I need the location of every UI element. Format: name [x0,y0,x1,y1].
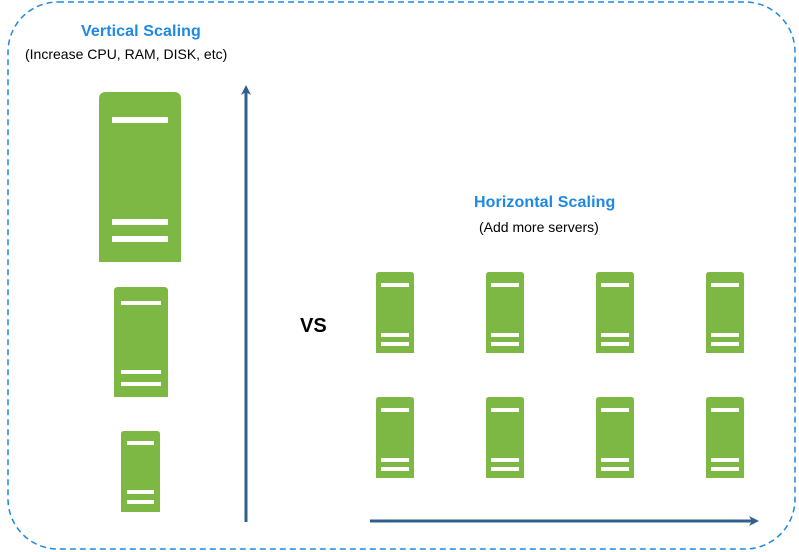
outer-dashed-border [7,1,796,550]
vs-label: VS [300,315,327,337]
server-icon-large [99,92,181,262]
horizontal-scaling-title: Horizontal Scaling [474,194,616,211]
vertical-scaling-title: Vertical Scaling [81,23,201,40]
server-icon-row1-col2 [486,272,524,353]
server-icon-row2-col3 [596,397,634,478]
server-icon-row2-col2 [486,397,524,478]
server-icon-row1-col4 [706,272,744,353]
horizontal-scaling-subtitle: (Add more servers) [479,219,599,235]
server-icon-medium [114,287,168,397]
server-icon-row2-col4 [706,397,744,478]
server-icon-row2-col1 [376,397,414,478]
server-icon-row1-col3 [596,272,634,353]
vertical-scaling-subtitle: (Increase CPU, RAM, DISK, etc) [25,46,228,62]
server-icon-row1-col1 [376,272,414,353]
server-icon-small [121,431,160,512]
